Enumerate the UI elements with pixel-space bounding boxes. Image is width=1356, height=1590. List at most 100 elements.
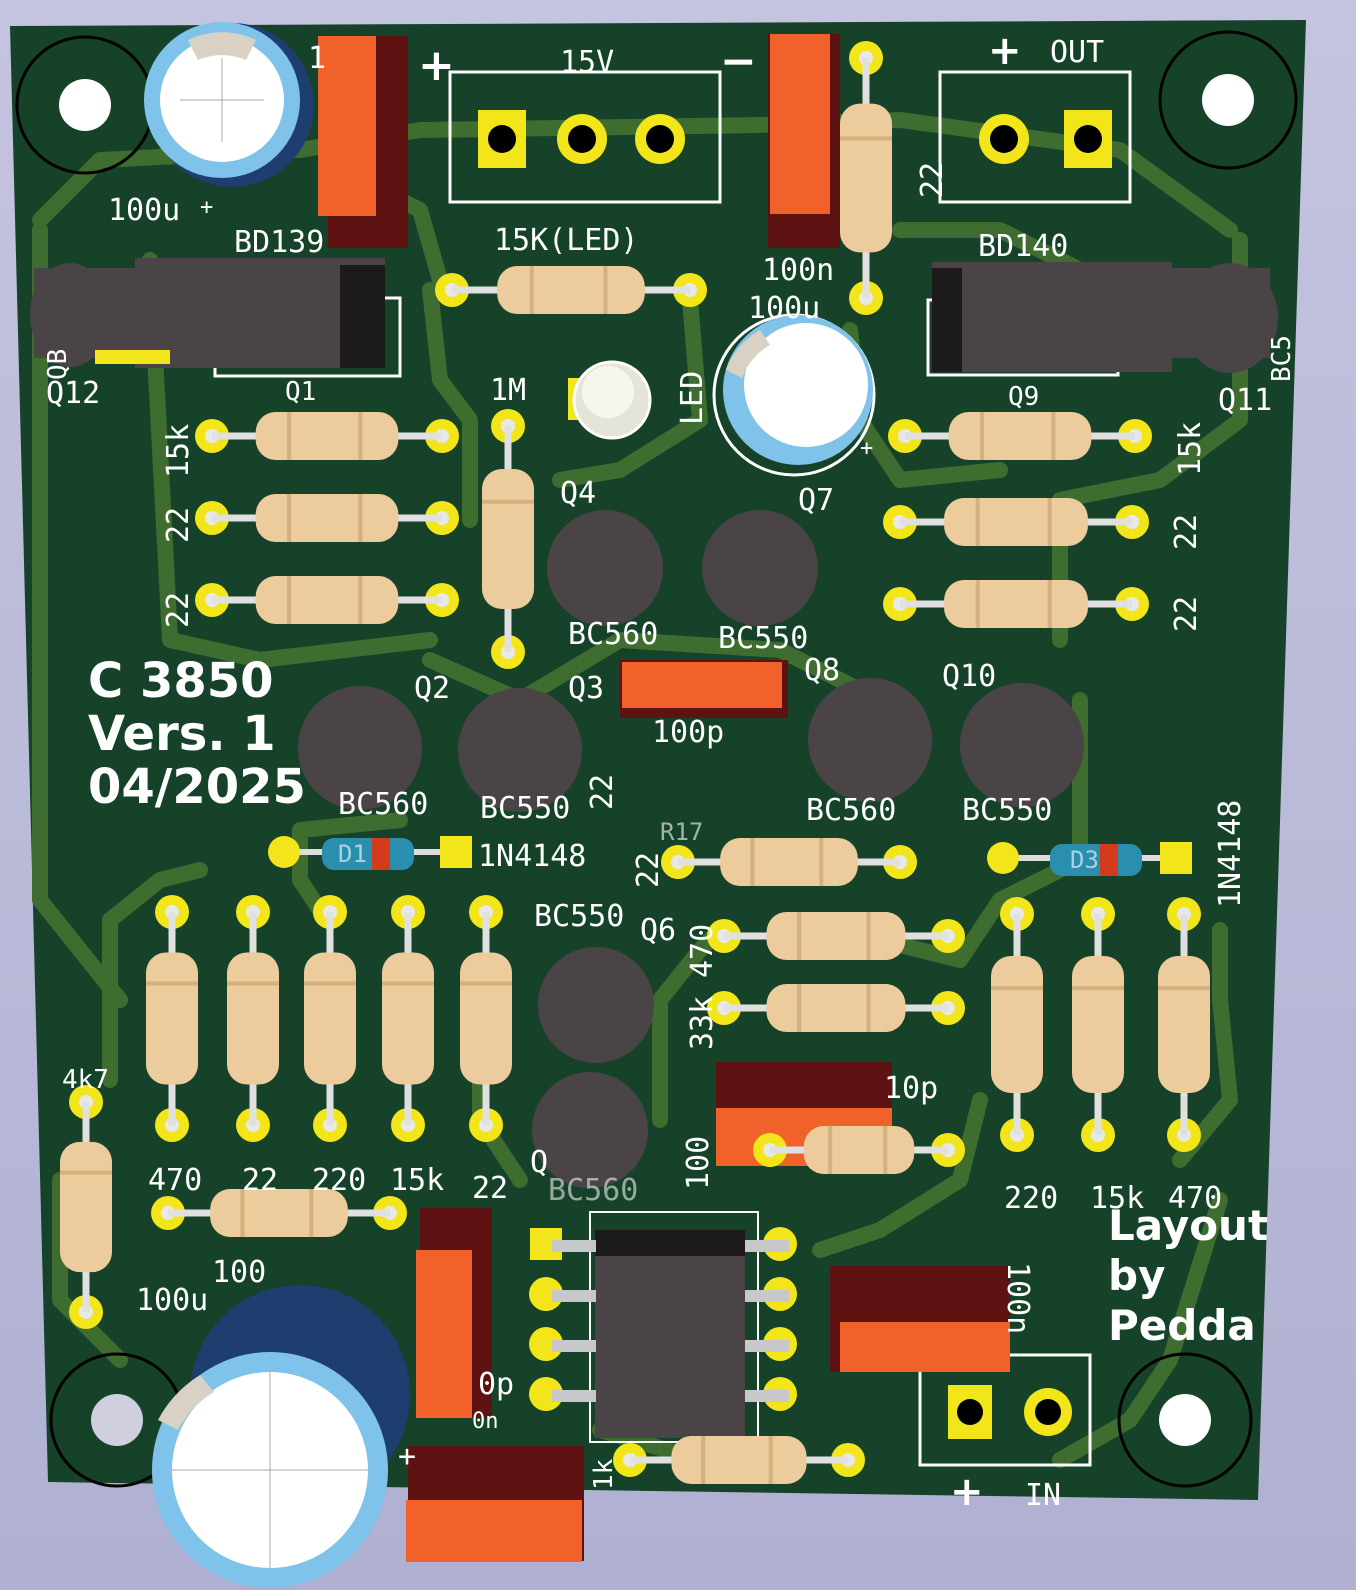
c-100p-label: 100p: [652, 715, 724, 750]
resistor-band: [883, 1126, 888, 1174]
resistor-body: [60, 1141, 112, 1273]
r-22-right-b-label: 22: [1169, 596, 1204, 632]
row-22a-label: 22: [242, 1163, 278, 1198]
resistor-band: [146, 981, 198, 986]
q4-ref: Q4: [560, 476, 596, 511]
resistor-band: [358, 494, 363, 542]
resistor-band: [529, 266, 534, 314]
resistor-band: [240, 1189, 245, 1237]
c-100u-mid-plus: +: [860, 436, 873, 461]
board-title-line3: 04/2025: [88, 759, 306, 815]
resistor-band: [828, 1126, 833, 1174]
r-4k7-label: 4k7: [62, 1065, 109, 1095]
resistor-body: [944, 580, 1088, 628]
resistor-band: [840, 136, 892, 141]
q4-type: BC560: [568, 617, 658, 652]
q3-ref: Q3: [568, 671, 604, 706]
supply-plus-label: +: [418, 40, 455, 91]
resistor-band: [819, 838, 824, 886]
input-connector: [918, 1353, 1092, 1467]
row-22b-label: 22: [472, 1171, 508, 1206]
r-100-bottom-label: 100: [212, 1255, 266, 1290]
resistor-band: [1072, 986, 1124, 991]
resistor-band: [797, 912, 802, 960]
resistor-body: [1158, 955, 1210, 1094]
resistor-body: [255, 494, 399, 542]
q5-type-fragment: BC560: [548, 1173, 638, 1208]
q10-type: BC550: [962, 793, 1052, 828]
r-33k-v-label: 33k: [685, 996, 720, 1050]
resistors: [60, 41, 1210, 1484]
resistor-body: [803, 1126, 915, 1174]
q8-type: BC560: [806, 793, 896, 828]
resistor-body: [944, 498, 1088, 546]
c-100n-right-label: 100n: [1000, 1262, 1035, 1334]
rrow-15k-label: 15k: [1090, 1181, 1144, 1216]
resistor-body: [840, 103, 892, 253]
resistor-body: [671, 1436, 807, 1484]
resistor-body: [382, 952, 434, 1085]
q12-ref: Q12: [46, 376, 100, 411]
resistor-band: [980, 412, 985, 460]
resistor-body: [304, 952, 356, 1085]
q10-ref: Q10: [942, 659, 996, 694]
q5-fragment: Q: [530, 1145, 548, 1180]
resistor-band: [866, 912, 871, 960]
row-15k-label: 15k: [390, 1163, 444, 1198]
resistor-band: [866, 984, 871, 1032]
r17-label: R17: [660, 818, 703, 846]
r-22-left-a-label: 22: [161, 507, 196, 543]
resistor-band: [287, 576, 292, 624]
resistor-body: [146, 952, 198, 1085]
d3-type: 1N4148: [1213, 800, 1248, 908]
r-22-right-a-label: 22: [1169, 514, 1204, 550]
frag-0n: 0n: [472, 1409, 499, 1434]
c-100u-mid-label: 100u: [748, 291, 820, 326]
resistor-band: [1051, 412, 1056, 460]
q1-type: BD139: [234, 225, 324, 260]
c-1-fragment: 1: [308, 41, 326, 76]
resistor-band: [287, 412, 292, 460]
resistor-band: [287, 494, 292, 542]
q11-ref: Q11: [1218, 383, 1272, 418]
c-100u-bottom-label: 100u: [136, 1283, 208, 1318]
credit-line2: by: [1108, 1251, 1165, 1300]
q7-ref: Q7: [798, 483, 834, 518]
frag-0p: 0p: [478, 1367, 514, 1402]
r-22-top-label: 22: [915, 162, 950, 198]
resistor-band: [60, 1170, 112, 1175]
resistor-body: [948, 412, 1092, 460]
resistor-body: [255, 576, 399, 624]
r-22-mid-label: 22: [585, 774, 620, 810]
board-title-line1: C 3850: [88, 653, 274, 709]
resistor-band: [309, 1189, 314, 1237]
resistor-band: [991, 986, 1043, 991]
supply-voltage-label: 15V: [560, 45, 614, 80]
resistor-body: [255, 412, 399, 460]
in-plus-label: +: [950, 1469, 984, 1515]
r-22-mid-b-label: 22: [631, 852, 666, 888]
resistor-band: [701, 1436, 706, 1484]
mounting-holes: [15, 30, 1298, 1488]
c-10p-label: 10p: [884, 1071, 938, 1106]
resistor-band: [1047, 580, 1052, 628]
resistor-band: [975, 580, 980, 628]
d1-ref: D1: [338, 840, 367, 868]
resistor-band: [1047, 498, 1052, 546]
supply-connector: [448, 70, 722, 204]
q8-ref: Q8: [804, 653, 840, 688]
r-15k-left-label: 15k: [161, 424, 196, 478]
diodes: [268, 836, 1192, 876]
q9-ref: Q9: [1008, 382, 1039, 412]
r-100-v-label: 100: [681, 1136, 716, 1190]
q9-type: BD140: [978, 229, 1068, 264]
resistor-band: [227, 981, 279, 986]
r-1m-label: 1M: [490, 373, 526, 408]
q6-type: BC550: [534, 899, 624, 934]
resistor-body: [482, 468, 534, 610]
resistor-body: [766, 912, 906, 960]
c-bottom-plus: +: [398, 1439, 416, 1474]
in-label: IN: [1025, 1478, 1061, 1513]
r-15k-right-label: 15k: [1173, 422, 1208, 476]
resistor-band: [304, 981, 356, 986]
